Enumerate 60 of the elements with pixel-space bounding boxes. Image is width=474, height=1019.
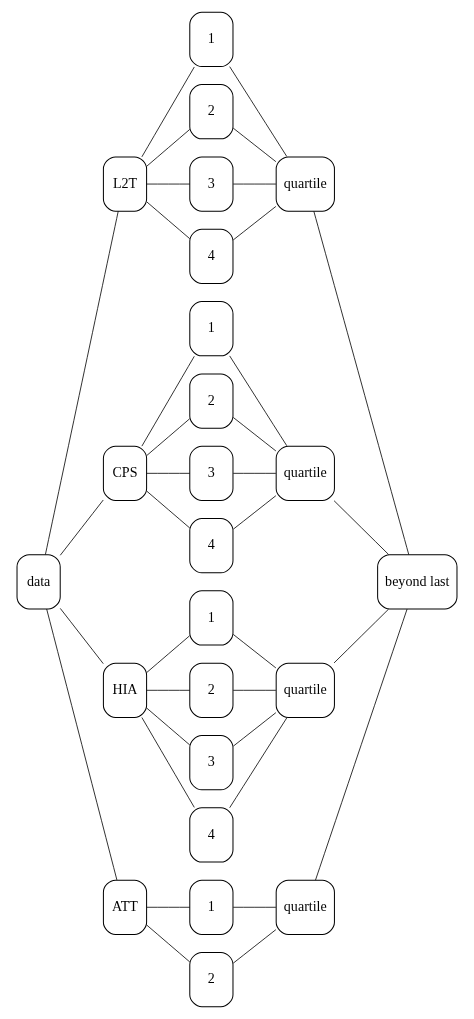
connector: [232, 689, 277, 691]
node-box: 2: [189, 84, 234, 140]
node-box: 1: [189, 590, 234, 646]
node-box: quartile: [275, 445, 335, 501]
node-box: 1: [189, 301, 234, 357]
node-box: L2T: [102, 156, 148, 212]
connector: [232, 712, 277, 747]
node-box: quartile: [275, 662, 335, 718]
connector: [141, 355, 195, 447]
connector: [146, 689, 191, 691]
connector: [146, 924, 191, 963]
connector: [229, 717, 288, 809]
connector: [146, 183, 191, 185]
connector: [45, 210, 119, 555]
node-box: 2: [189, 373, 234, 429]
node-box: 3: [189, 156, 234, 212]
connector: [232, 127, 277, 163]
connector: [232, 906, 277, 908]
connector: [146, 129, 191, 167]
node-box: quartile: [275, 879, 335, 935]
node-box: 4: [189, 518, 234, 574]
node-box: ATT: [102, 879, 148, 935]
connector: [146, 490, 191, 529]
node-box: 3: [189, 735, 234, 791]
connector: [146, 635, 191, 673]
connector: [141, 66, 195, 158]
connector: [229, 66, 288, 157]
connector: [333, 608, 389, 664]
connector: [315, 608, 408, 881]
connector: [59, 499, 104, 556]
connector: [146, 418, 191, 456]
connector: [146, 707, 191, 746]
connector: [313, 211, 410, 555]
node-box: beyond last: [377, 554, 458, 610]
connector: [146, 906, 191, 908]
connector: [232, 495, 277, 530]
connector: [232, 183, 277, 185]
connector: [232, 929, 277, 964]
node-box: HIA: [102, 662, 148, 718]
connector: [146, 201, 191, 240]
connector: [59, 607, 104, 665]
node-box: 1: [189, 11, 234, 67]
connector: [146, 472, 191, 474]
connector: [232, 417, 277, 452]
node-box: 2: [189, 952, 234, 1008]
node-box: 3: [189, 445, 234, 501]
node-box: 2: [189, 662, 234, 718]
connector: [229, 355, 288, 447]
connector: [232, 472, 277, 474]
connector: [141, 717, 195, 808]
node-box: quartile: [275, 156, 335, 212]
node-box: CPS: [102, 445, 148, 501]
connector: [46, 608, 118, 881]
node-box: 4: [189, 228, 234, 284]
connector: [232, 634, 277, 669]
node-box: 1: [189, 879, 234, 935]
node-box: 4: [189, 807, 234, 863]
connector: [232, 206, 277, 241]
connector: [333, 500, 389, 555]
node-box: data: [16, 554, 61, 610]
